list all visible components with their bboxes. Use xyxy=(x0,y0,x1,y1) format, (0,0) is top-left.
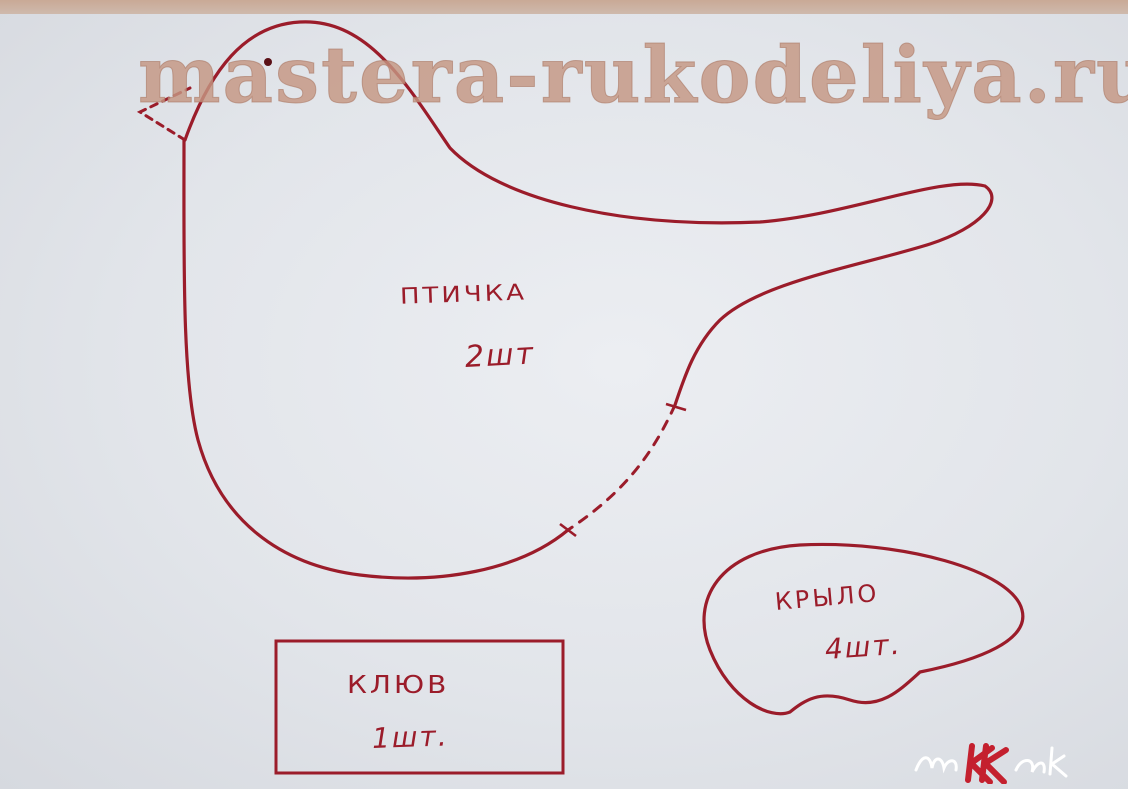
beak-label: КЛЮВ xyxy=(347,669,450,700)
bird-belly-outline xyxy=(182,138,570,580)
beak-rectangle xyxy=(274,639,565,775)
beak-dashed-outline xyxy=(136,86,192,142)
opening-tick-top xyxy=(665,402,687,412)
eye-dot xyxy=(264,58,272,66)
bird-outline xyxy=(183,20,994,407)
wing-count: 4шт. xyxy=(823,627,903,666)
beak-count: 1шт. xyxy=(371,719,450,755)
opening-dashed-line xyxy=(566,403,677,532)
bird-count: 2шт xyxy=(464,336,536,375)
opening-tick-bottom xyxy=(559,522,577,538)
watermark: mastera-rukodeliya.ru xyxy=(138,30,1128,122)
wing-outline xyxy=(702,542,1025,716)
signature-logo xyxy=(914,743,1068,784)
bird-label: ПТИЧКА xyxy=(399,279,528,310)
